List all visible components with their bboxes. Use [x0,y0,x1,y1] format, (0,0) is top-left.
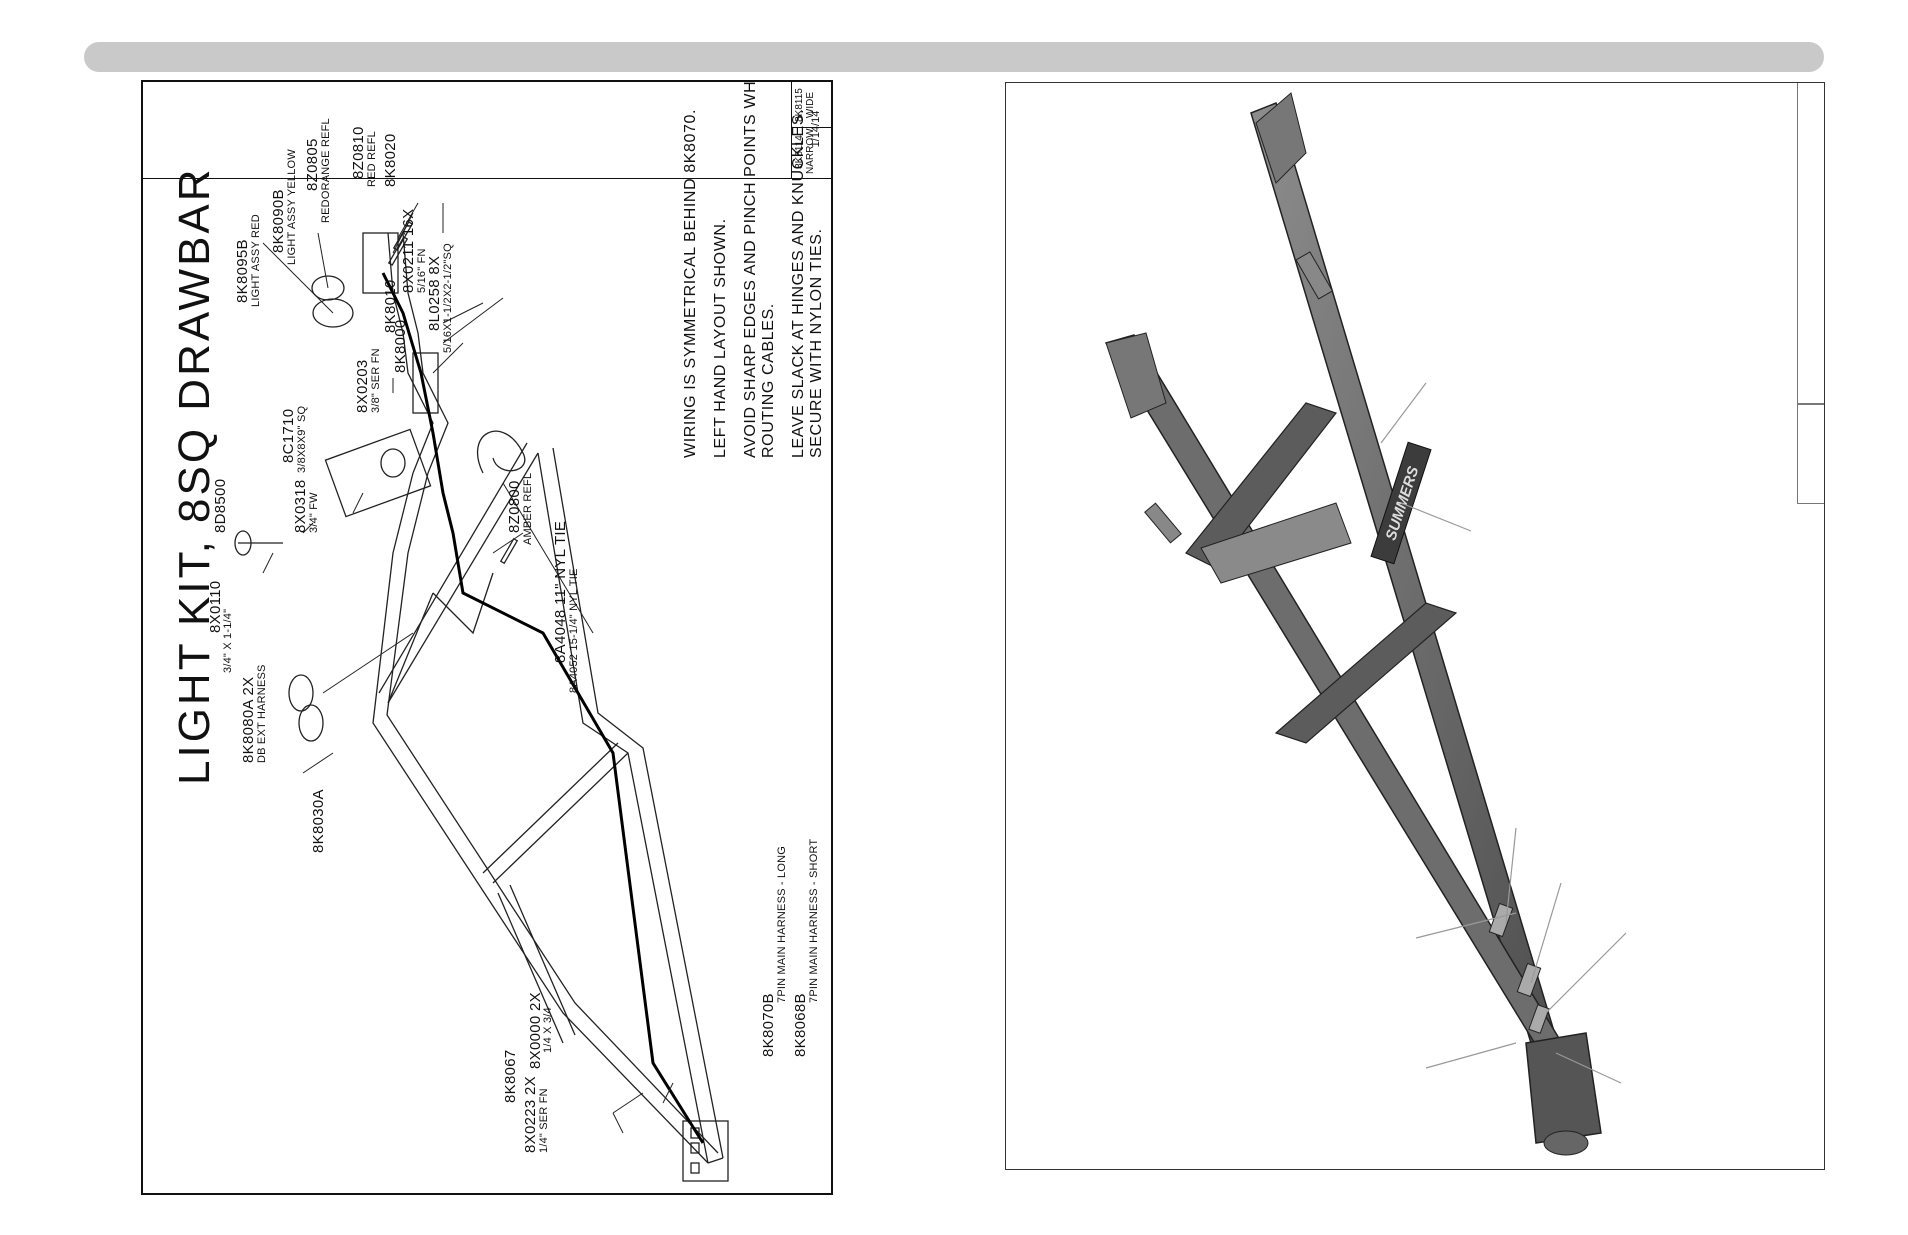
title-block-c2a: 8K8115 [794,88,805,122]
label-8K8095B: 8K8095B [234,239,251,303]
label-8X0318: 8X0318 [292,479,309,533]
frame-rail-top [372,472,709,1164]
label-8X0000-desc: 1/4 X 3/4 [542,1007,554,1053]
label-8Z0800-desc: AMBER REFL [522,472,534,545]
label-8K8080A: 8K8080A 2X [240,676,257,763]
lower-extension [1105,332,1167,419]
label-8K8080A-desc: DB EXT HARNESS [256,664,268,763]
cross-member-2 [1274,602,1458,744]
light-yellow [311,275,345,301]
hinge-section [402,332,434,474]
label-8K8070B-desc: 7PIN MAIN HARNESS - LONG [776,846,788,1003]
label-8X0203-desc: 3/8" SER FN [370,348,382,413]
upper-extension [1255,92,1307,184]
label-8Z0800: 8Z0800 [506,480,523,533]
label-8A4052: 8A4052 15-1/4" NYL TIE [568,568,580,694]
sq-plate [324,428,432,518]
label-8D8500: 8D8500 [212,478,229,533]
label-8X0318-desc: 3/4" FW [308,492,320,533]
title-block: 8K8114 NARROW 8K8115 WIDE 1/14/14 [143,82,831,179]
label-8K8000: 8K8000 [392,319,409,373]
label-8K8068B-desc: 7PIN MAIN HARNESS - SHORT [808,838,820,1003]
label-8K8030A: 8K8030A [310,789,327,853]
label-8K8095B-desc: LIGHT ASSY RED [250,214,262,307]
drawbar-render-panel: SUMMERS [1005,82,1825,1170]
label-8L0258: 8L0258 8X [426,255,443,331]
label-8X0110: 8X0110 [207,580,224,633]
drawbar-render: SUMMERS [1104,92,1627,1156]
rear-lamp-1 [288,674,314,712]
main-harness [381,272,705,1144]
hitch-tongue [1525,1032,1602,1144]
rotated-drawing-sheet: LIGHT KIT, 8SQ DRAWBAR 8K8095B LIGHT ASS… [143,82,831,1193]
label-8A4048: 8A4048 11" NYL TIE [552,520,569,663]
render-title-block [1797,83,1824,504]
nylon-tie [476,430,526,474]
label-8K8070B: 8K8070B [760,993,777,1057]
drawbar-line-drawing [234,202,729,1182]
frame-cross-2 [387,592,434,704]
cross-member-1 [1185,402,1337,569]
left-main-rail [1250,101,1572,1094]
drawing-title: LIGHT KIT, 8SQ DRAWBAR [170,166,219,785]
hydraulic-cylinder [1295,251,1334,300]
label-8L0258-desc: 5/16X1-1/2X2-1/2"SQ [442,243,454,353]
parts-diagram-panel: LIGHT KIT, 8SQ DRAWBAR 8K8095B LIGHT ASS… [141,80,833,1195]
light-bracket [362,232,399,294]
label-8X0211: 8X0211 16X [400,208,417,293]
label-8X0203: 8X0203 [354,359,371,413]
label-8X0000: 8X0000 2X [527,992,544,1069]
label-8K8067: 8K8067 [502,1049,519,1103]
label-8X0223-desc: 1/4" SER FN [538,1088,550,1153]
callout-lines [1380,382,1627,1084]
label-8C1710: 8C1710 [280,408,297,463]
rear-lamp-2 [298,704,324,742]
cross-plate-1 [1200,502,1352,584]
hitch-plate [682,1120,729,1182]
label-8X0223: 8X0223 2X [522,1076,539,1153]
label-8C1710-desc: 3/8X8X9" SQ [296,405,308,473]
mount-plate [412,352,439,414]
frame-cross-1 [492,752,629,884]
label-8K8068B: 8K8068B [792,993,809,1057]
label-8X0110-desc: 3/4" X 1-1/4" [222,608,234,673]
header-bar [84,42,1824,72]
note-2: LEFT HAND LAYOUT SHOWN. [712,218,729,458]
note-4b: SECURE WITH NYLON TIES. [808,228,825,458]
right-main-rail [1104,334,1588,1092]
hitch-ring [1543,1130,1589,1156]
note-3b: ROUTING CABLES. [760,303,777,458]
label-8K8090B: 8K8090B [270,189,287,253]
title-block-c1a: 8K8114 [794,135,805,169]
frame-cross-3 [497,892,564,1044]
title-block-date: 1/14/14 [810,110,822,148]
frame-rail-bottom-inner [552,447,724,1159]
